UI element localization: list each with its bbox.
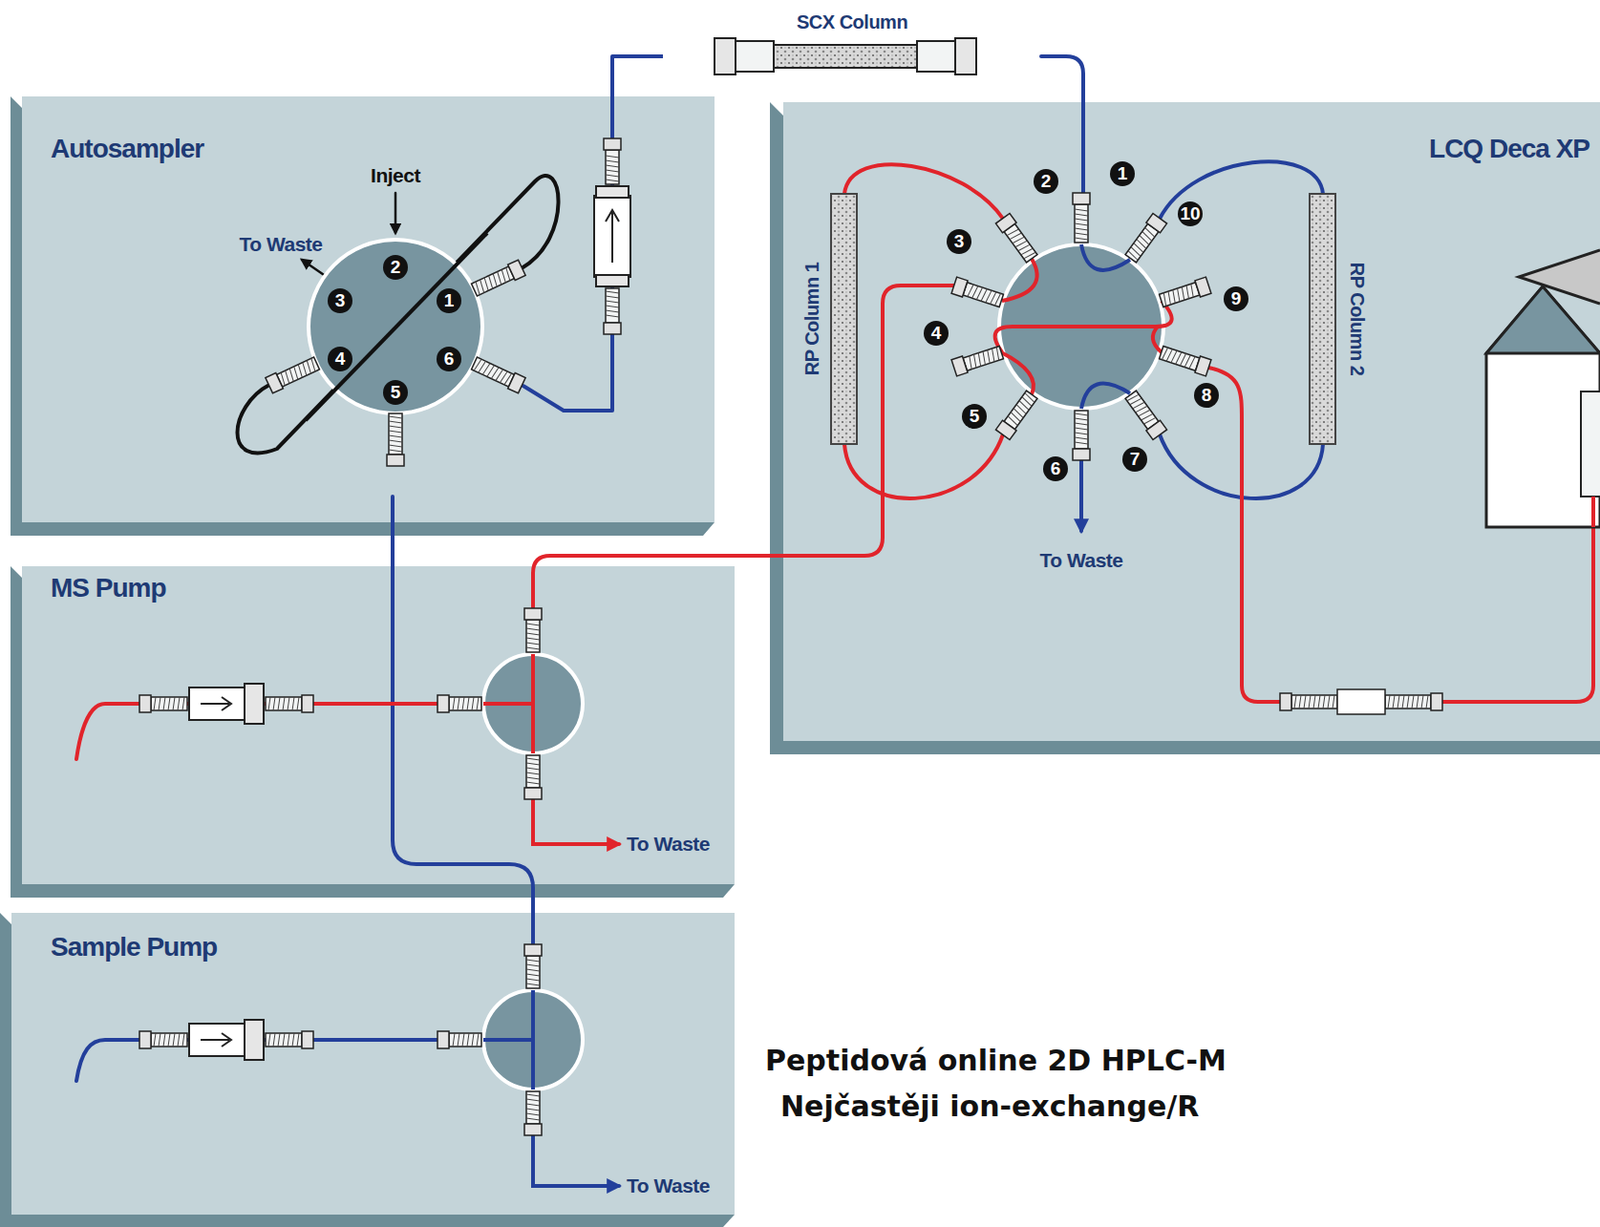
tube-fitting	[139, 695, 188, 713]
autosampler-panel	[10, 96, 715, 536]
tube-fitting	[603, 288, 621, 335]
tube-fitting	[603, 138, 621, 185]
tube-fitting	[265, 1031, 314, 1049]
port-number: 5	[961, 404, 987, 429]
port-number: 6	[436, 346, 462, 372]
sample-tee	[483, 990, 583, 1090]
port-number: 9	[1223, 286, 1249, 312]
port-number: 3	[946, 229, 972, 255]
tube-fitting	[995, 389, 1039, 441]
column-label: RP Column 1	[801, 262, 824, 377]
port-number: 7	[1122, 447, 1148, 472]
tube-fitting	[265, 355, 320, 394]
ms-detector	[1486, 250, 1600, 528]
rp-column-body	[1309, 193, 1336, 445]
caption-line: Nejčastěji ion-exchange/R	[780, 1089, 1199, 1124]
waste-label: To Waste	[626, 1174, 710, 1198]
tube-fitting	[1123, 213, 1167, 264]
check-valve	[189, 683, 264, 1061]
sample-pump-panel: Sample Pump	[0, 913, 735, 1227]
tube-fitting	[1280, 693, 1338, 711]
tube-fitting	[437, 1031, 482, 1049]
panel-heading: MS Pump	[50, 573, 167, 604]
tube-fitting	[386, 413, 405, 467]
tube-fitting	[1158, 344, 1212, 377]
panel-heading: LCQ Deca XP	[1429, 133, 1590, 165]
tube-fitting	[470, 259, 526, 299]
port-number: 4	[923, 320, 949, 346]
port-number: 2	[1033, 169, 1059, 194]
tube-fitting	[524, 608, 542, 653]
ms-pump-panel	[10, 566, 735, 898]
autosampler-panel: Autosampler 2 3 1 4 6 5	[10, 96, 715, 536]
column-label: SCX Column	[796, 11, 908, 34]
tube-fitting	[1072, 410, 1090, 461]
column-label: RP Column 2	[1345, 262, 1368, 377]
tube-fitting	[1123, 389, 1167, 441]
lcq-panel: LCQ Deca XP RP Column 1 RP Column 2	[769, 102, 1600, 755]
rp-column: RP Column 1	[798, 193, 860, 445]
caption-line: Peptidová online 2D HPLC-M	[765, 1044, 1227, 1078]
scx-column: SCX Column	[662, 9, 1042, 75]
panel-heading: Autosampler	[50, 133, 204, 165]
port-label: Inject	[370, 164, 421, 188]
tube-fitting	[524, 944, 542, 989]
rp-column-body	[831, 193, 857, 445]
ms-tee	[483, 654, 583, 754]
tube-fitting	[1385, 693, 1443, 711]
tube-connector	[474, 56, 664, 411]
valve-channels	[995, 244, 1173, 409]
tube-fitting	[524, 755, 542, 800]
port-number: 10	[1177, 201, 1203, 227]
tee-channel	[483, 654, 534, 754]
tee-channel	[483, 990, 534, 1090]
tube-fitting	[437, 695, 482, 713]
rotary-valve: 2 3 1 4 6 5	[308, 239, 483, 414]
port-number: 3	[327, 288, 353, 314]
tube-fitting	[524, 1091, 542, 1136]
waste-label: To Waste	[626, 832, 710, 856]
waste-label: To Waste	[238, 233, 322, 256]
waste-label: To Waste	[1039, 549, 1123, 573]
scx-column	[714, 38, 977, 75]
tube-fitting	[470, 355, 526, 394]
valve-channel	[305, 233, 488, 421]
port-number: 5	[383, 380, 408, 406]
tube-fitting	[951, 277, 1004, 309]
panel-heading: Sample Pump	[50, 932, 217, 963]
rp-column: RP Column 2	[1305, 193, 1369, 445]
lcq-panel	[769, 102, 1600, 755]
tube-fitting	[1158, 277, 1212, 309]
tube-fitting	[1072, 192, 1090, 243]
port-number: 6	[1043, 456, 1068, 482]
tube-fitting	[139, 1031, 188, 1049]
tube-fitting	[995, 213, 1039, 264]
sample-pump-panel	[0, 913, 735, 1227]
port-number: 1	[436, 288, 462, 314]
tube-fitting	[265, 695, 314, 713]
tube-fitting	[951, 344, 1004, 377]
tubes	[76, 56, 1594, 1187]
port-number: 4	[327, 346, 353, 372]
inline-filter	[594, 186, 631, 287]
union	[1337, 689, 1386, 715]
port-number: 1	[1109, 161, 1135, 187]
ms-pump-panel: MS Pump	[10, 566, 735, 898]
port-number: 2	[383, 255, 408, 280]
port-number: 8	[1194, 383, 1219, 408]
